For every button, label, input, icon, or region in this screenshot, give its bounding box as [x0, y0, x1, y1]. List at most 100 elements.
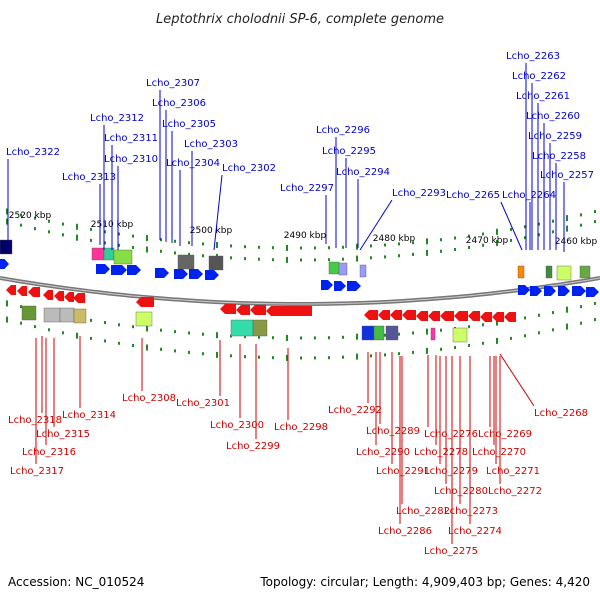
scale-tick: [412, 331, 414, 335]
scale-tick: [566, 306, 568, 313]
reverse-gene-label: Lcho_2292: [328, 405, 382, 416]
scale-tick: [468, 325, 470, 329]
scale-tick: [384, 353, 386, 357]
reverse-gene-label: Lcho_2272: [488, 486, 542, 497]
scale-tick: [580, 305, 582, 309]
scale-tick: [468, 246, 470, 249]
feature-block: [252, 319, 268, 337]
scale-tick: [482, 243, 484, 247]
reverse-gene-arrow: [378, 310, 390, 320]
scale-tick: [132, 325, 134, 329]
reverse-gene-arrow: [390, 310, 402, 320]
scale-tick: [524, 334, 526, 338]
scale-tick: [272, 246, 274, 250]
scale-tick: [244, 335, 246, 339]
scale-tick: [468, 344, 470, 347]
reverse-gene-label: Lcho_2291: [376, 466, 430, 477]
scale-tick: [300, 258, 302, 262]
scale-tick: [552, 230, 554, 234]
ruler-label: 2520 kbp: [9, 211, 52, 221]
forward-gene-arrow: [572, 286, 586, 296]
scale-tick: [286, 244, 288, 251]
scale-tick: [328, 336, 330, 340]
reverse-gene-label: Lcho_2270: [472, 447, 526, 458]
feature-block: [361, 325, 375, 341]
scale-tick: [216, 332, 218, 339]
scale-tick: [62, 222, 64, 226]
scale-tick: [146, 235, 148, 241]
forward-gene-label: Lcho_2260: [526, 111, 580, 122]
feature-block: [0, 239, 13, 255]
forward-gene-label: Lcho_2296: [316, 125, 370, 136]
feature-block: [373, 325, 385, 341]
scale-tick: [412, 252, 414, 256]
forward-gene-label: Lcho_2322: [6, 147, 60, 158]
ruler-label: 2480 kbp: [373, 234, 416, 244]
reverse-gene-arrow: [504, 312, 516, 322]
reverse-gene-arrow: [402, 310, 416, 320]
ruler-label: 2460 kbp: [555, 237, 598, 247]
forward-gene-arrow: [96, 264, 110, 274]
feature-block: [135, 311, 153, 327]
feature-block: [43, 307, 61, 323]
scale-tick: [314, 258, 316, 262]
ruler-label: 2500 kbp: [190, 226, 233, 236]
feature-block: [208, 255, 224, 271]
scale-tick: [594, 220, 596, 224]
scale-tick: [146, 246, 148, 253]
scale-tick: [90, 318, 92, 322]
forward-gene-label: Lcho_2312: [90, 113, 144, 124]
forward-gene-label: Lcho_2307: [146, 78, 200, 89]
forward-gene-arrow: [155, 268, 169, 278]
scale-tick: [454, 248, 456, 251]
forward-gene-arrow: [205, 270, 219, 280]
scale-tick: [342, 245, 344, 249]
scale-tick: [398, 242, 400, 246]
reverse-gene-arrow: [64, 292, 74, 302]
forward-gene-label-leader: [213, 174, 223, 251]
feature-block: [338, 262, 348, 276]
scale-tick: [384, 255, 386, 259]
reverse-gene-arrow: [440, 311, 454, 321]
scale-tick: [342, 335, 344, 339]
scale-tick: [20, 321, 22, 325]
forward-gene-label: Lcho_2262: [512, 71, 566, 82]
scale-tick: [230, 244, 232, 248]
forward-gene-label: Lcho_2311: [104, 133, 158, 144]
forward-gene-label: Lcho_2293: [392, 188, 446, 199]
scale-tick: [496, 319, 498, 326]
reverse-gene-label: Lcho_2298: [274, 422, 328, 433]
reverse-gene-label: Lcho_2289: [366, 426, 420, 437]
reverse-gene-label: Lcho_2282: [396, 506, 450, 517]
scale-tick: [314, 246, 316, 250]
reverse-gene-label: Lcho_2286: [378, 526, 432, 537]
scale-tick: [104, 339, 106, 343]
scale-tick: [566, 323, 568, 330]
reverse-gene-arrow: [468, 311, 480, 321]
feature-block: [113, 249, 133, 265]
scale-tick: [342, 257, 344, 261]
scale-tick: [48, 219, 50, 223]
scale-tick: [6, 300, 8, 307]
reverse-gene-label: Lcho_2299: [226, 441, 280, 452]
accession-label: Accession: NC_010524: [8, 575, 144, 589]
feature-block: [517, 265, 525, 279]
scale-tick: [426, 249, 428, 256]
forward-gene-label: Lcho_2304: [166, 158, 220, 169]
scale-tick: [370, 256, 372, 260]
scale-tick: [20, 305, 22, 309]
scale-tick: [482, 341, 484, 345]
scale-tick: [132, 344, 134, 347]
scale-tick: [160, 238, 162, 242]
scale-tick: [216, 351, 218, 358]
forward-gene-label: Lcho_2261: [516, 91, 570, 102]
topology-label: Topology: circular; Length: 4,909,403 bp…: [259, 575, 590, 589]
scale-tick: [160, 347, 162, 351]
feature-block: [91, 247, 105, 261]
scale-tick: [398, 254, 400, 258]
scale-tick: [426, 238, 428, 245]
scale-tick: [566, 215, 568, 222]
scale-tick: [188, 252, 190, 256]
scale-tick: [580, 213, 582, 217]
forward-gene-arrow: [127, 265, 141, 275]
